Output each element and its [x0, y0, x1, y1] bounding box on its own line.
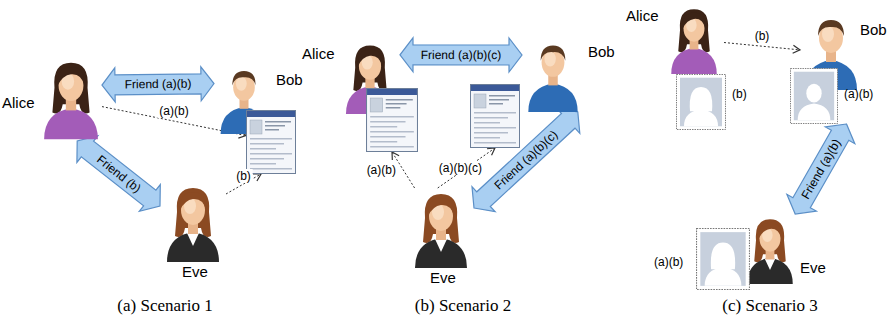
access-label: (a)(b) — [365, 163, 398, 177]
scenario-caption: (c) Scenario 3 — [722, 296, 817, 316]
profile-page — [470, 84, 520, 148]
access-label: (b) — [234, 169, 253, 183]
scenario-caption: (b) Scenario 2 — [415, 296, 511, 316]
profile-picture: (a)(b) — [696, 228, 750, 290]
person-name: Alice — [2, 95, 35, 112]
person-name: Bob — [860, 22, 887, 39]
person-node: Alice — [664, 4, 724, 74]
person-icon — [408, 188, 474, 268]
friend-label: Friend (a)(b) — [125, 78, 192, 91]
friend-arrow — [102, 67, 214, 102]
person-node: Eve — [160, 182, 226, 262]
profile-picture: (b) — [676, 74, 726, 130]
profile-page — [246, 110, 296, 174]
person-node: Alice — [40, 55, 102, 141]
profile-page-icon — [246, 110, 296, 174]
profile-page-icon — [366, 88, 418, 152]
friend-label: Friend (a)(b)(c) — [421, 49, 502, 61]
person-node: Eve — [742, 214, 798, 284]
access-label: (b) — [753, 29, 772, 43]
person-node: Bob — [522, 36, 584, 112]
person-icon — [40, 55, 102, 141]
friend-arrow — [787, 124, 855, 214]
person-icon — [664, 4, 724, 74]
person-name: Eve — [800, 260, 826, 277]
friend-arrow — [77, 136, 160, 212]
person-name: Eve — [182, 264, 208, 281]
friend-label: Friend (a)(b) — [799, 137, 842, 201]
person-name: Eve — [430, 270, 456, 287]
scenario-caption: (a) Scenario 1 — [117, 296, 212, 316]
access-label: (a)(b) — [157, 104, 190, 118]
person-name: Alice — [626, 8, 659, 25]
person-name: Bob — [276, 72, 303, 89]
profile-picture-icon — [790, 68, 838, 124]
person-icon — [742, 214, 798, 284]
visibility-label: (a)(b) — [844, 88, 873, 101]
person-name: Bob — [588, 44, 615, 61]
access-arrow — [724, 43, 800, 50]
person-icon — [522, 36, 584, 112]
access-label: (a)(b)(c) — [437, 161, 484, 175]
profile-picture-icon — [676, 74, 726, 130]
visibility-label: (a)(b) — [654, 256, 683, 269]
profile-picture: (a)(b) — [790, 68, 838, 124]
visibility-label: (b) — [732, 88, 747, 101]
profile-page — [366, 88, 418, 152]
person-icon — [160, 182, 226, 262]
friend-arrow — [400, 38, 522, 72]
person-name: Alice — [302, 46, 335, 63]
profile-page-icon — [470, 84, 520, 148]
person-node: Eve — [408, 188, 474, 268]
profile-picture-icon — [696, 228, 750, 290]
access-arrow — [438, 148, 495, 188]
